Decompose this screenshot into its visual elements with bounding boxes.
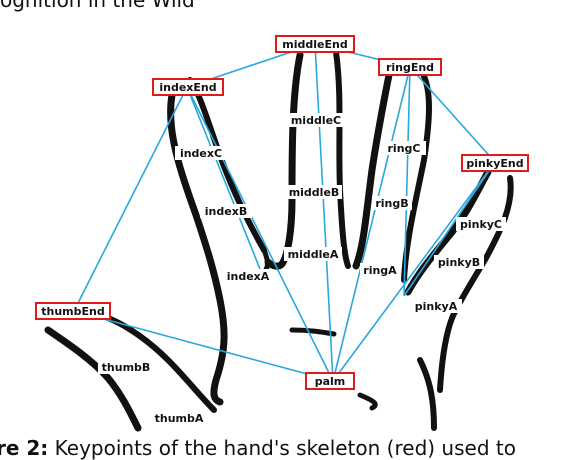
keypoint-ringC: ringC [382, 141, 426, 155]
label-indexB: indexB [205, 205, 247, 218]
keypoint-pinkyB: pinkyB [434, 255, 484, 269]
keypoint-thumbEnd: thumbEnd [35, 302, 111, 320]
label-palm: palm [315, 375, 346, 388]
keypoint-middleC: middleC [288, 113, 344, 127]
keypoint-middleB: middleB [286, 185, 342, 199]
label-pinkyEnd: pinkyEnd [466, 157, 523, 170]
label-thumbA: thumbA [155, 412, 204, 425]
label-indexC: indexC [180, 147, 222, 160]
label-pinkyA: pinkyA [415, 300, 458, 313]
keypoint-ringA: ringA [360, 263, 400, 277]
label-ringA: ringA [363, 264, 397, 277]
header-text: ognition in the Wild [0, 0, 195, 12]
caption-text: Keypoints of the hand's skeleton (red) u… [48, 436, 516, 460]
keypoint-ringB: ringB [372, 196, 412, 210]
label-thumbB: thumbB [102, 361, 151, 374]
label-thumbEnd: thumbEnd [41, 305, 104, 318]
figure-caption: re 2: Keypoints of the hand's skeleton (… [0, 436, 516, 460]
label-middleB: middleB [289, 186, 340, 199]
keypoint-indexC: indexC [175, 146, 227, 160]
keypoint-indexB: indexB [200, 204, 252, 218]
label-pinkyB: pinkyB [438, 256, 480, 269]
keypoint-pinkyEnd: pinkyEnd [461, 154, 529, 172]
keypoint-palm: palm [305, 372, 355, 390]
label-middleEnd: middleEnd [282, 38, 347, 51]
keypoint-pinkyA: pinkyA [410, 299, 462, 313]
label-middleC: middleC [291, 114, 341, 127]
keypoint-indexA: indexA [222, 269, 274, 283]
label-middleA: middleA [288, 248, 339, 261]
keypoint-pinkyC: pinkyC [456, 217, 506, 231]
label-indexA: indexA [227, 270, 270, 283]
keypoint-indexEnd: indexEnd [152, 78, 224, 96]
label-indexEnd: indexEnd [159, 81, 216, 94]
label-ringB: ringB [375, 197, 408, 210]
label-pinkyC: pinkyC [460, 218, 502, 231]
label-ringC: ringC [388, 142, 421, 155]
keypoint-thumbA: thumbA [150, 411, 208, 425]
keypoint-thumbB: thumbB [98, 360, 154, 374]
keypoint-middleA: middleA [284, 247, 342, 261]
keypoint-ringEnd: ringEnd [378, 58, 442, 76]
label-ringEnd: ringEnd [386, 61, 434, 74]
caption-prefix: re 2: [0, 436, 49, 460]
keypoint-middleEnd: middleEnd [275, 35, 355, 53]
